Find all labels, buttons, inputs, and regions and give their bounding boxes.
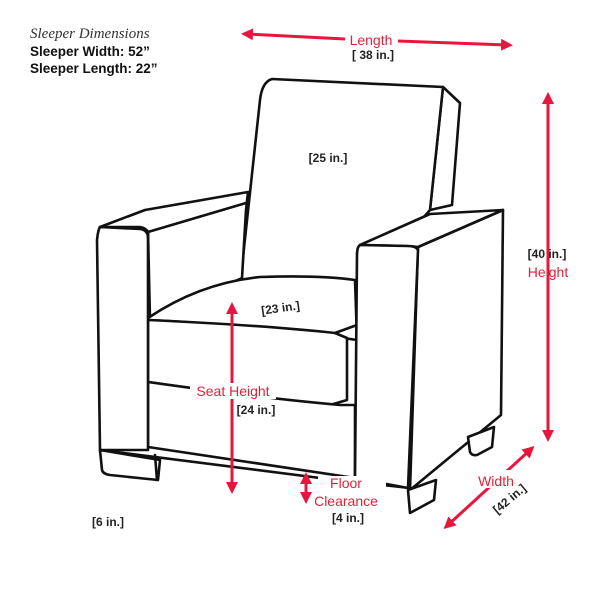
width-label: Width (478, 473, 514, 489)
left-arm-front (95, 225, 150, 452)
height-label: Height (528, 264, 569, 280)
right-arm-front (353, 243, 420, 490)
back-height-value: [25 in.] (309, 151, 348, 165)
left-front-leg (98, 448, 162, 482)
sleeper-width-text: Sleeper Width: 52” (30, 44, 150, 59)
sleeper-dimensions-title: Sleeper Dimensions (30, 26, 150, 42)
length-label: Length (350, 32, 393, 48)
right-front-leg (406, 478, 438, 515)
sleeper-dimensions-block: Sleeper Dimensions Sleeper Width: 52” Sl… (30, 26, 158, 77)
chair-base-front (146, 380, 357, 480)
sleeper-length-text: Sleeper Length: 22” (30, 61, 158, 76)
seat-depth-value: [23 in.] (260, 298, 300, 317)
floor-clearance-label-1: Floor (330, 475, 362, 491)
height-dimension: [40 in.] Height (528, 92, 569, 442)
length-dimension: Length [ 38 in.] (241, 28, 513, 62)
height-value: [40 in.] (528, 247, 567, 261)
floor-clearance-dimension: Floor Clearance [4 in.] (300, 472, 386, 525)
seat-height-dimension: Seat Height [24 in.] (190, 302, 276, 494)
width-dimension: Width [42 in.] (443, 445, 535, 530)
length-value: [ 38 in.] (352, 48, 394, 62)
floor-clearance-label-2: Clearance (314, 493, 378, 509)
armchair-drawing (95, 77, 505, 515)
seat-height-label: Seat Height (196, 383, 269, 399)
seat-height-value: [24 in.] (237, 403, 276, 417)
floor-clearance-value: [4 in.] (332, 511, 364, 525)
arm-dimension-value: [6 in.] (92, 515, 124, 529)
